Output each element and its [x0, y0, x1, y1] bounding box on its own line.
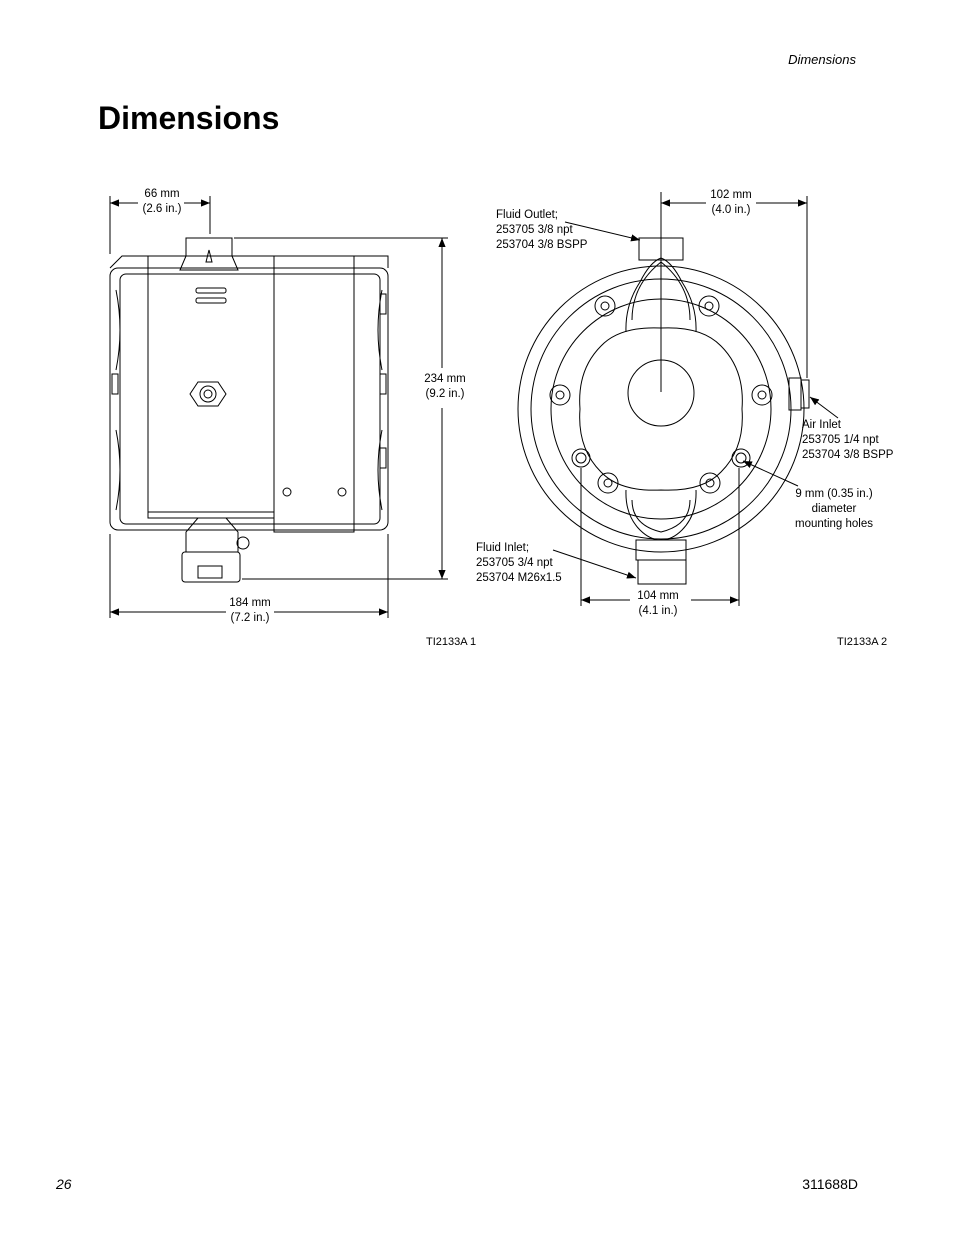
- fig1-dim-width-label: 184 mm (7.2 in.): [220, 596, 280, 626]
- callout-title: Fluid Inlet;: [476, 542, 530, 554]
- dim-value: 66 mm: [144, 188, 180, 200]
- fig1-dim-height-label: 234 mm (9.2 in.): [414, 372, 476, 402]
- callout-line: 253705 1/4 npt: [802, 434, 879, 446]
- dim-value-inches: (4.0 in.): [711, 204, 751, 216]
- dim-value: 184 mm: [229, 597, 271, 609]
- mounting-holes-label: 9 mm (0.35 in.) diameter mounting holes: [786, 487, 882, 532]
- figure2-id: TI2133A 2: [837, 636, 888, 648]
- bolt-group: [549, 295, 773, 494]
- running-header: Dimensions: [788, 52, 856, 67]
- dim-value-inches: (2.6 in.): [142, 203, 182, 215]
- dimension-lines-fig1: [109, 196, 448, 618]
- callout-line: 253704 M26x1.5: [476, 572, 562, 584]
- fig2-dim-top-label: 102 mm (4.0 in.): [700, 188, 762, 218]
- page-number: 26: [56, 1176, 72, 1192]
- callout-title: Fluid Outlet;: [496, 209, 558, 221]
- dimension-drawings: [109, 192, 839, 618]
- callout-line: 253705 3/4 npt: [476, 557, 553, 569]
- pump-front-view: [517, 237, 810, 585]
- dimension-lines-fig2: [552, 192, 839, 606]
- fig1-dim-top-label: 66 mm (2.6 in.): [132, 187, 192, 217]
- air-inlet-label: Air Inlet 253705 1/4 npt 253704 3/8 BSPP: [802, 418, 896, 463]
- dim-value: 234 mm: [424, 373, 466, 385]
- fluid-inlet-label: Fluid Inlet; 253705 3/4 npt 253704 M26x1…: [476, 541, 562, 586]
- callout-title: Air Inlet: [802, 419, 841, 431]
- page-title: Dimensions: [98, 100, 280, 136]
- document-number: 311688D: [802, 1176, 858, 1192]
- callout-line: mounting holes: [795, 518, 873, 530]
- callout-line: 253704 3/8 BSPP: [496, 239, 588, 251]
- callout-line: 253705 3/8 npt: [496, 224, 573, 236]
- callout-line: 253704 3/8 BSPP: [802, 449, 894, 461]
- dim-value-inches: (7.2 in.): [230, 612, 270, 624]
- callout-title: 9 mm (0.35 in.): [795, 488, 873, 500]
- dim-value: 102 mm: [710, 189, 752, 201]
- pump-side-view: [109, 237, 389, 583]
- callout-line: diameter: [811, 503, 857, 515]
- dim-value-inches: (9.2 in.): [425, 388, 465, 400]
- fig2-dim-bottom-label: 104 mm (4.1 in.): [627, 589, 689, 619]
- fluid-outlet-label: Fluid Outlet; 253705 3/8 npt 253704 3/8 …: [496, 208, 587, 253]
- figure1-id: TI2133A 1: [426, 636, 477, 648]
- dim-value-inches: (4.1 in.): [638, 605, 678, 617]
- dim-value: 104 mm: [637, 590, 679, 602]
